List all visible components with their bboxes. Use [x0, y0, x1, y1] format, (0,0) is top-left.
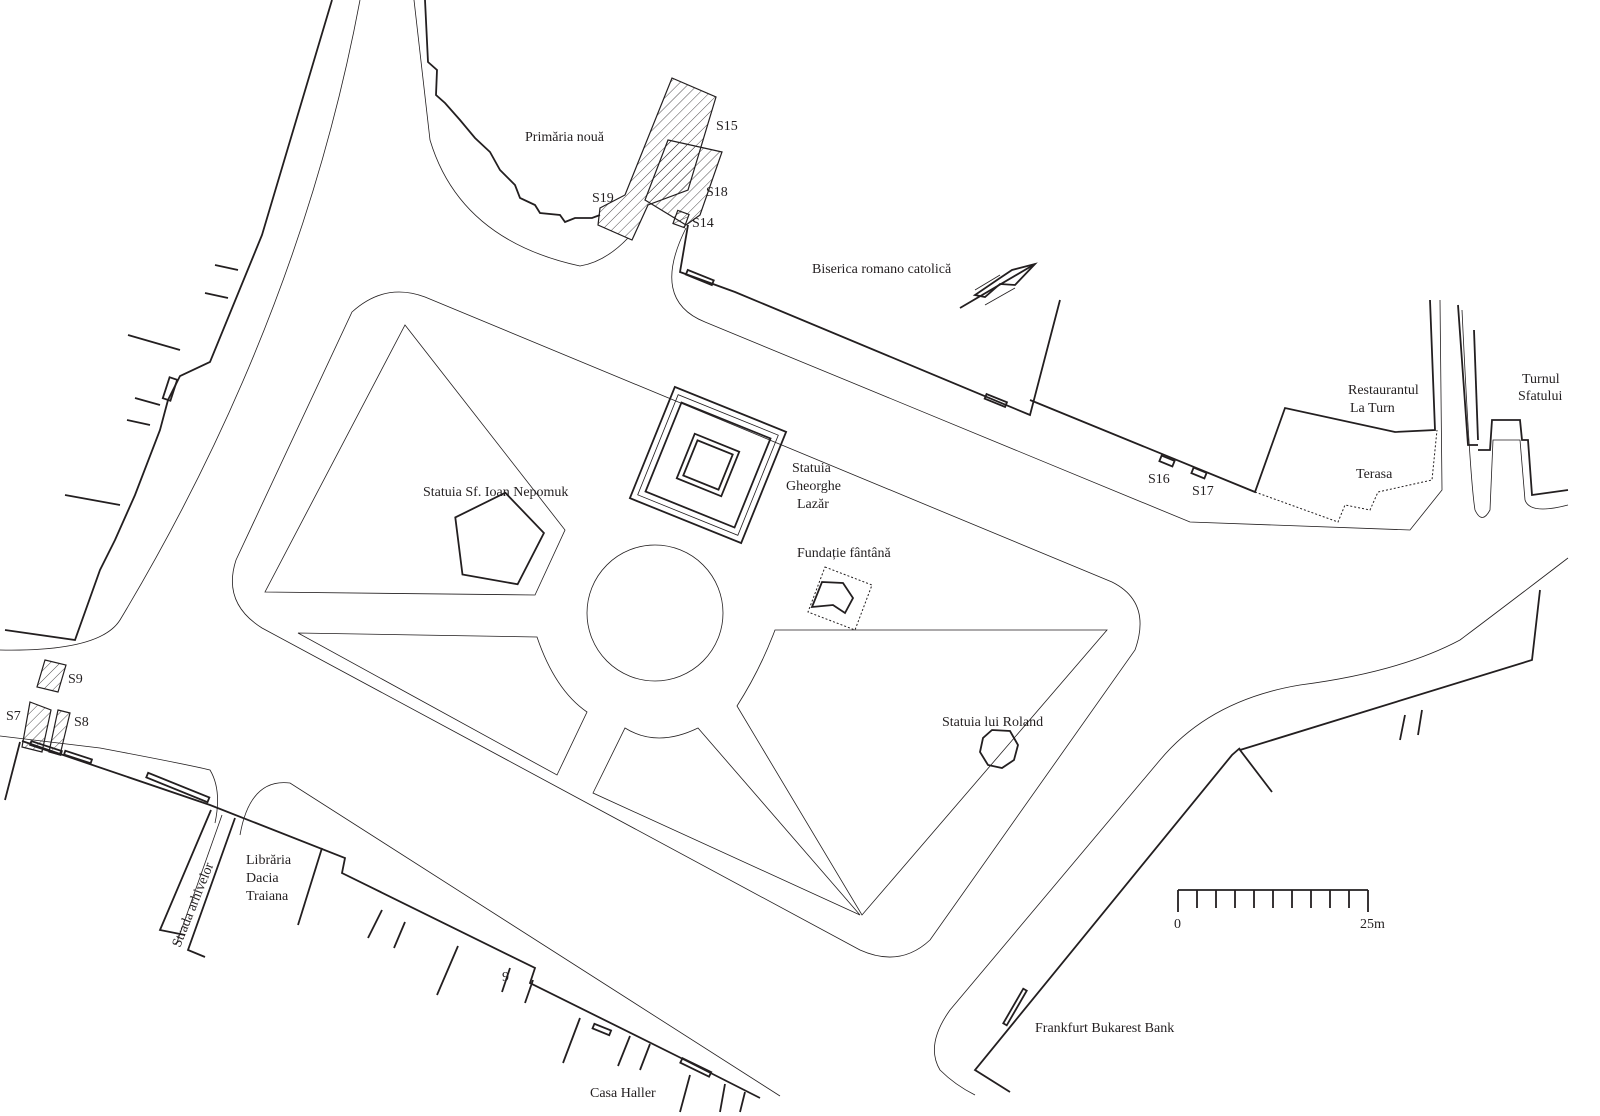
sondage-s9-area [36, 659, 67, 693]
label-house-number: 9 [502, 970, 509, 985]
north-arrow-icon [959, 262, 1038, 309]
nepomuk-statue-pentagon [454, 491, 546, 586]
sondage-s18-area [644, 139, 723, 226]
label-restaurant-1: Restaurantul [1348, 383, 1419, 398]
label-s16: S16 [1148, 472, 1170, 487]
map-labels: Primăria nouă S15 S18 S19 S14 Biserica r… [6, 119, 1562, 1101]
sondage-s17-area [1190, 466, 1208, 480]
primaria-noua [413, 0, 723, 267]
east-street [934, 557, 1569, 1096]
lazar-statue-plinth [628, 385, 788, 545]
label-biserica: Biserica romano catolică [812, 262, 952, 277]
label-lazar-1: Statuia [792, 461, 832, 476]
scale-start-label: 0 [1174, 917, 1181, 932]
label-turnul-2: Sfatului [1518, 389, 1562, 404]
church-street [671, 224, 1569, 531]
label-s18: S18 [706, 185, 728, 200]
label-turnul-1: Turnul [1522, 372, 1560, 387]
left-buildings [0, 0, 361, 651]
roland-statue [979, 729, 1019, 769]
label-lazar-2: Gheorghe [786, 479, 841, 494]
terasa-outline [1254, 429, 1438, 523]
lawn-south [592, 727, 861, 916]
label-bank: Frankfurt Bukarest Bank [1035, 1021, 1174, 1036]
label-roland: Statuia lui Roland [942, 715, 1043, 730]
piata-unirii-square [232, 291, 1141, 958]
label-libraria-2: Dacia [246, 871, 279, 886]
label-nepomuk: Statuia Sf. Ioan Nepomuk [423, 485, 568, 500]
south-street [0, 659, 781, 1113]
label-libraria-3: Traiana [246, 889, 289, 904]
sondage-s15-area [597, 77, 717, 241]
lawn-northwest [264, 324, 566, 596]
label-fundatie: Fundație fântână [797, 546, 891, 561]
sondage-s8-area [48, 709, 71, 756]
lawn-southeast [736, 629, 1108, 916]
label-libraria-1: Librăria [246, 853, 292, 868]
sondage-s7-area [21, 701, 52, 753]
label-s7: S7 [6, 709, 21, 724]
label-lazar-3: Lazăr [797, 497, 829, 512]
label-casa-haller: Casa Haller [590, 1086, 656, 1101]
central-circle [586, 544, 724, 682]
fountain-foundation [807, 566, 873, 631]
sondage-s14-area [672, 209, 690, 229]
label-s17: S17 [1192, 484, 1214, 499]
sondage-s16-area [1158, 454, 1176, 468]
scale-end-label: 25m [1360, 917, 1385, 932]
label-s15: S15 [716, 119, 738, 134]
lawn-west [297, 632, 588, 776]
label-s19: S19 [592, 191, 614, 206]
scale-bar: 0 25m [1174, 889, 1385, 932]
label-s8: S8 [74, 715, 89, 730]
label-s9: S9 [68, 672, 83, 687]
label-s14: S14 [692, 216, 714, 231]
label-primaria: Primăria nouă [525, 130, 605, 145]
label-restaurant-2: La Turn [1350, 401, 1395, 416]
label-terasa: Terasa [1356, 467, 1393, 482]
